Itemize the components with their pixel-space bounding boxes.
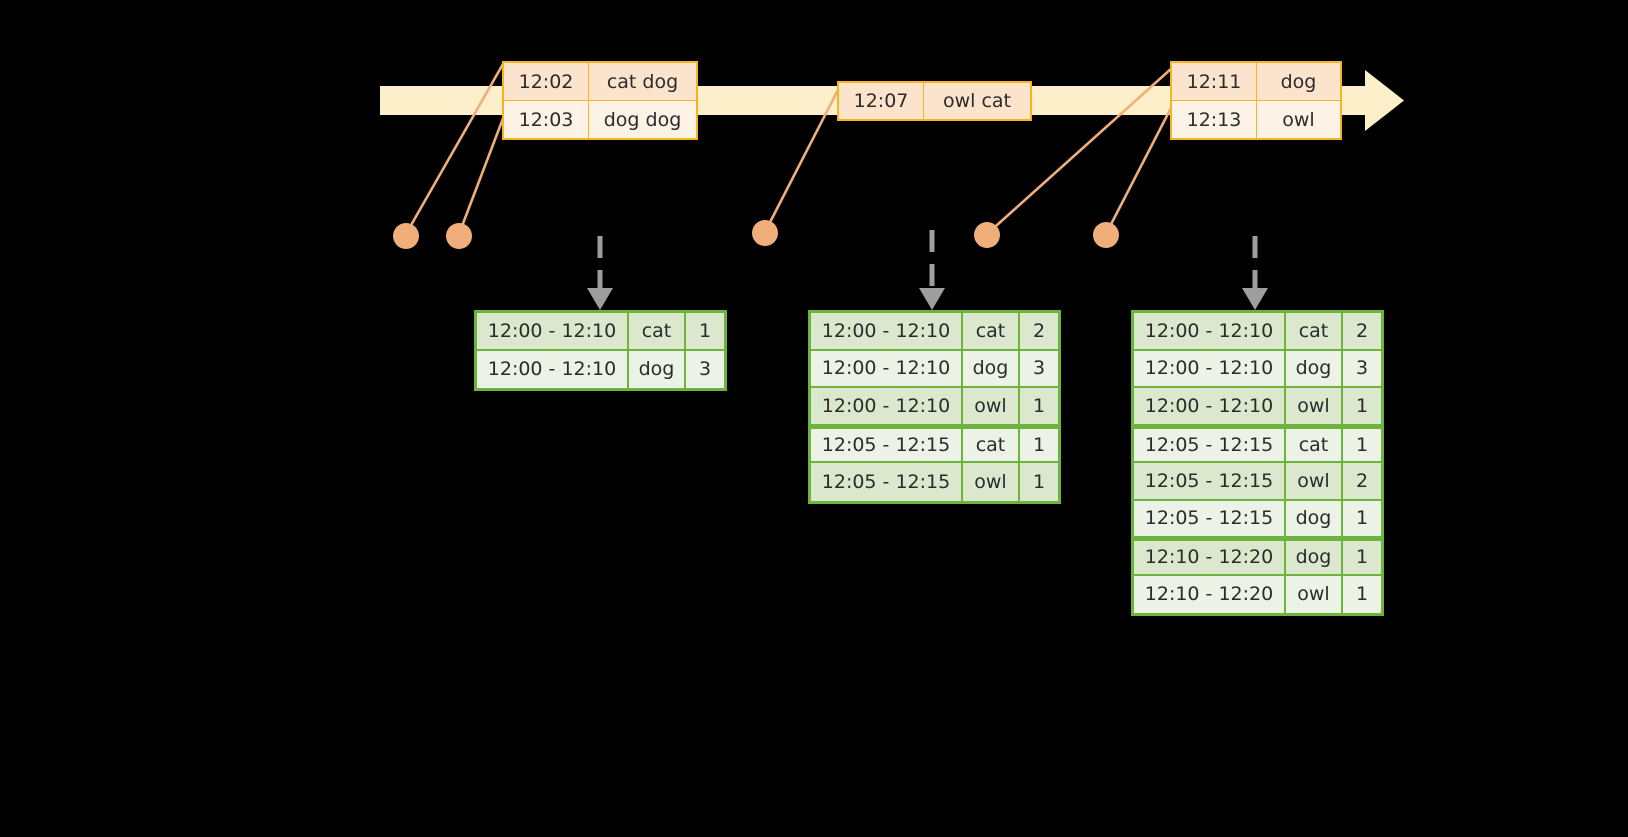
stream-event-row: 12:02 cat dog [504,63,696,100]
stream-event-row: 12:11 dog [1172,63,1340,100]
key-cell: dog [963,350,1020,388]
stream-event-row: 12:13 owl [1172,100,1340,138]
event-value: dog [1257,63,1340,100]
window-cell: 12:00 - 12:10 [811,313,963,351]
window-cell: 12:05 - 12:15 [1134,463,1286,501]
key-cell: dog [1286,350,1343,388]
connector-line-3 [763,85,842,233]
window-cell: 12:00 - 12:10 [1134,388,1286,426]
count-cell: 3 [686,350,724,388]
window-cell: 12:05 - 12:15 [1134,428,1286,463]
window-cell: 12:05 - 12:15 [1134,500,1286,538]
key-cell: cat [629,313,686,351]
event-value: cat dog [589,63,696,100]
event-time: 12:02 [504,63,589,100]
count-cell: 1 [1020,463,1058,501]
event-value: owl [1257,101,1340,138]
window-cell: 12:00 - 12:10 [477,350,629,388]
connector-line-2 [457,107,509,235]
event-dot-4 [974,222,1000,248]
emit-arrow-head-3 [1242,288,1268,310]
event-dot-1 [393,223,419,249]
count-cell: 1 [686,313,724,351]
stream-event-group-3[interactable]: 12:11 dog 12:13 owl [1170,61,1342,140]
key-cell: owl [1286,575,1343,613]
key-cell: dog [1286,541,1343,576]
count-cell: 1 [1343,500,1381,538]
key-cell: owl [1286,463,1343,501]
window-cell: 12:10 - 12:20 [1134,575,1286,613]
window-cell: 12:00 - 12:10 [811,350,963,388]
key-cell: owl [963,463,1020,501]
key-cell: cat [963,428,1020,463]
count-cell: 1 [1343,388,1381,426]
count-cell: 3 [1343,350,1381,388]
window-cell: 12:00 - 12:10 [477,313,629,351]
emit-arrow-head-1 [587,288,613,310]
key-cell: cat [963,313,1020,351]
connector-line-1 [404,63,505,235]
event-value: owl cat [924,83,1030,119]
event-marker-dots [393,220,1119,249]
emit-arrow-heads [587,288,1268,310]
count-cell: 1 [1343,541,1381,576]
event-value: dog dog [589,101,696,138]
window-cell: 12:00 - 12:10 [1134,313,1286,351]
count-cell: 1 [1020,388,1058,426]
event-time: 12:13 [1172,101,1257,138]
emit-arrow-head-2 [919,288,945,310]
count-cell: 3 [1020,350,1058,388]
key-cell: dog [629,350,686,388]
window-cell: 12:10 - 12:20 [1134,541,1286,576]
count-cell: 2 [1343,463,1381,501]
key-cell: owl [1286,388,1343,426]
event-dot-3 [752,220,778,246]
stream-event-group-2[interactable]: 12:07 owl cat [837,81,1032,121]
count-cell: 2 [1020,313,1058,351]
count-cell: 1 [1020,428,1058,463]
key-cell: owl [963,388,1020,426]
emit-arrows [597,230,1258,292]
window-cell: 12:00 - 12:10 [1134,350,1286,388]
count-cell: 1 [1343,575,1381,613]
event-time: 12:07 [839,83,924,119]
window-cell: 12:05 - 12:15 [811,463,963,501]
key-cell: cat [1286,428,1343,463]
event-dot-2 [446,223,472,249]
window-cell: 12:05 - 12:15 [811,428,963,463]
count-cell: 2 [1343,313,1381,351]
key-cell: cat [1286,313,1343,351]
connector-line-5 [1104,105,1174,235]
event-time: 12:11 [1172,63,1257,100]
window-cell: 12:00 - 12:10 [811,388,963,426]
event-time: 12:03 [504,101,589,138]
event-dot-5 [1093,222,1119,248]
count-cell: 1 [1343,428,1381,463]
key-cell: dog [1286,500,1343,538]
stream-event-group-1[interactable]: 12:02 cat dog 12:03 dog dog [502,61,698,140]
stream-event-row: 12:07 owl cat [839,83,1030,119]
stream-event-row: 12:03 dog dog [504,100,696,138]
